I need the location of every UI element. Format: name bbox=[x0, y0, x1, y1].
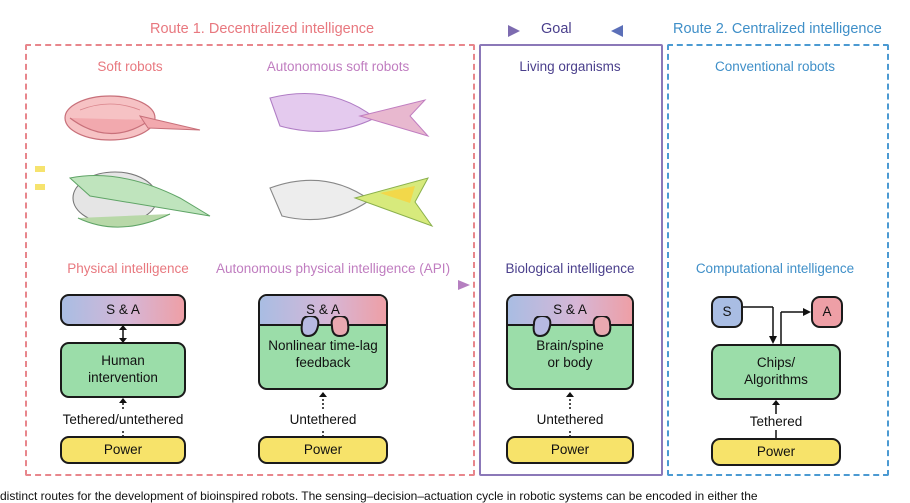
biological-power-box: Power bbox=[506, 436, 634, 464]
physical-upper-dotted-arrow bbox=[119, 398, 127, 409]
api-power-box: Power bbox=[258, 436, 388, 464]
soft-robot-manta-illustration bbox=[64, 95, 201, 141]
api-sa-section: S & A bbox=[260, 296, 386, 326]
biological-puzzle-joints bbox=[532, 316, 612, 338]
biological-lower-dotted-arrow bbox=[569, 429, 571, 437]
computational-upper-arrow bbox=[772, 400, 780, 414]
computational-core-line1: Chips/ bbox=[756, 355, 796, 371]
api-upper-dotted-arrow bbox=[319, 392, 327, 409]
autonomous-soft-robot-fish-illustration bbox=[269, 92, 430, 137]
physical-bidirectional-arrow bbox=[119, 325, 127, 343]
biological-sa-section: S & A bbox=[508, 296, 632, 326]
route2-label: Route 2. Centralized intelligence bbox=[673, 21, 882, 37]
route1-panel bbox=[25, 44, 475, 476]
biological-core-line1: Brain/spine bbox=[536, 338, 604, 353]
physical-power-box: Power bbox=[60, 436, 186, 464]
route1-label: Route 1. Decentralized intelligence bbox=[150, 21, 375, 37]
api-core-line2: feedback bbox=[295, 354, 351, 370]
sensor-box: S bbox=[711, 296, 743, 328]
soft-robot-illustrations bbox=[35, 92, 434, 228]
autonomous-soft-robots-title: Autonomous soft robots bbox=[266, 59, 410, 74]
api-puzzle-joints bbox=[300, 316, 350, 338]
biological-intelligence-title: Biological intelligence bbox=[505, 261, 635, 276]
route1-progress-arrow bbox=[32, 280, 470, 290]
route2-panel bbox=[667, 44, 889, 476]
header-arrows bbox=[378, 25, 666, 37]
soft-robots-title: Soft robots bbox=[97, 59, 163, 74]
biological-core-line2: or body bbox=[547, 354, 593, 370]
physical-core-line1: Human bbox=[101, 353, 145, 369]
physical-intelligence-title: Physical intelligence bbox=[67, 261, 189, 276]
biological-panel bbox=[479, 44, 663, 476]
physical-core-line2: intervention bbox=[88, 370, 158, 385]
computational-arrows bbox=[743, 306, 811, 344]
api-connection-label: Untethered bbox=[289, 412, 357, 427]
biological-upper-dotted-arrow bbox=[566, 392, 574, 409]
physical-sa-box: S & A bbox=[60, 294, 186, 326]
computational-power-box: Power bbox=[711, 438, 841, 466]
goal-label: Goal bbox=[541, 21, 572, 37]
biological-connection-label: Untethered bbox=[536, 412, 604, 427]
api-title: Autonomous physical intelligence (API) bbox=[215, 261, 451, 276]
physical-lower-dotted-arrow bbox=[122, 429, 124, 437]
figure-caption: distinct routes for the development of b… bbox=[0, 489, 758, 503]
api-lower-dotted-arrow bbox=[322, 429, 324, 437]
living-organisms-title: Living organisms bbox=[519, 59, 621, 74]
api-core-line1: Nonlinear time-lag bbox=[268, 338, 378, 353]
soft-robot-green-illustration bbox=[35, 166, 211, 228]
computational-intelligence-title: Computational intelligence bbox=[695, 261, 855, 276]
computational-core-line2: Algorithms bbox=[744, 372, 808, 387]
computational-connection-label: Tethered bbox=[749, 414, 803, 429]
physical-connection-label: Tethered/untethered bbox=[62, 412, 184, 427]
conventional-robots-title: Conventional robots bbox=[714, 59, 836, 74]
biological-combined-box: S & A Brain/spine or body bbox=[506, 294, 634, 390]
actuator-box: A bbox=[811, 296, 843, 328]
autonomous-soft-robot-gray-illustration bbox=[269, 177, 434, 228]
chips-algorithms-box: Chips/Algorithms bbox=[711, 344, 841, 400]
api-combined-box: S & A Nonlinear time-lag feedback bbox=[258, 294, 388, 390]
